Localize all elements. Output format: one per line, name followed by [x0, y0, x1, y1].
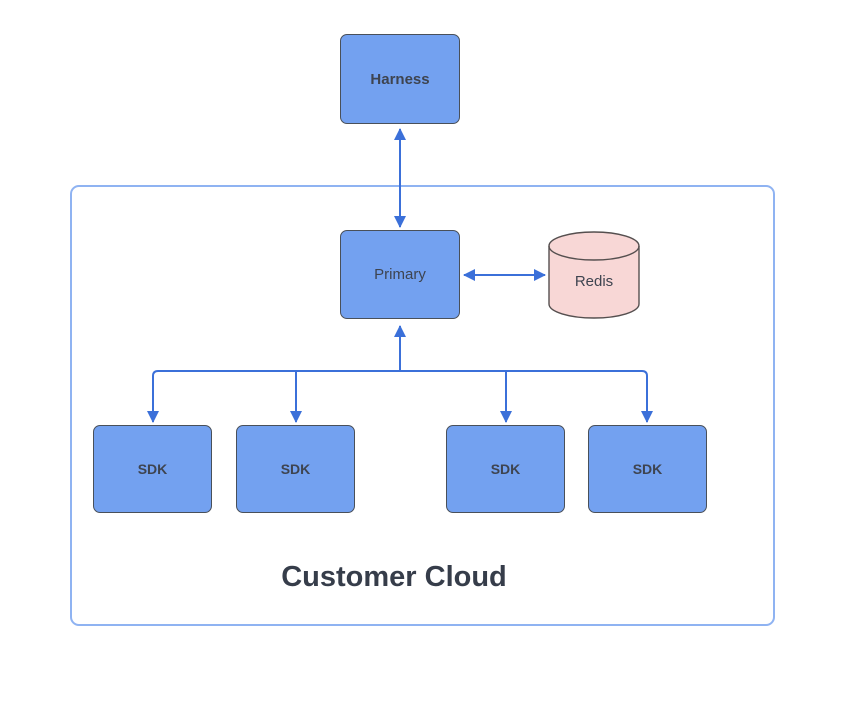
customer-cloud-boundary: Customer Cloud	[70, 185, 775, 626]
sdk-node-4: SDK	[588, 425, 707, 513]
sdk-label-3: SDK	[490, 461, 521, 477]
sdk-node-2: SDK	[236, 425, 355, 513]
sdk-label-1: SDK	[137, 461, 168, 477]
sdk-node-3: SDK	[446, 425, 565, 513]
customer-cloud-label: Customer Cloud	[281, 561, 507, 593]
sdk-label-4: SDK	[632, 461, 663, 477]
database-cylinder-shape	[548, 231, 640, 319]
primary-label: Primary	[374, 266, 426, 283]
sdk-node-1: SDK	[93, 425, 212, 513]
harness-node: Harness	[340, 34, 460, 124]
sdk-label-2: SDK	[280, 461, 311, 477]
primary-node: Primary	[340, 230, 460, 319]
harness-label: Harness	[370, 70, 430, 88]
redis-label: Redis	[574, 273, 614, 290]
redis-node: Redis	[548, 231, 640, 319]
